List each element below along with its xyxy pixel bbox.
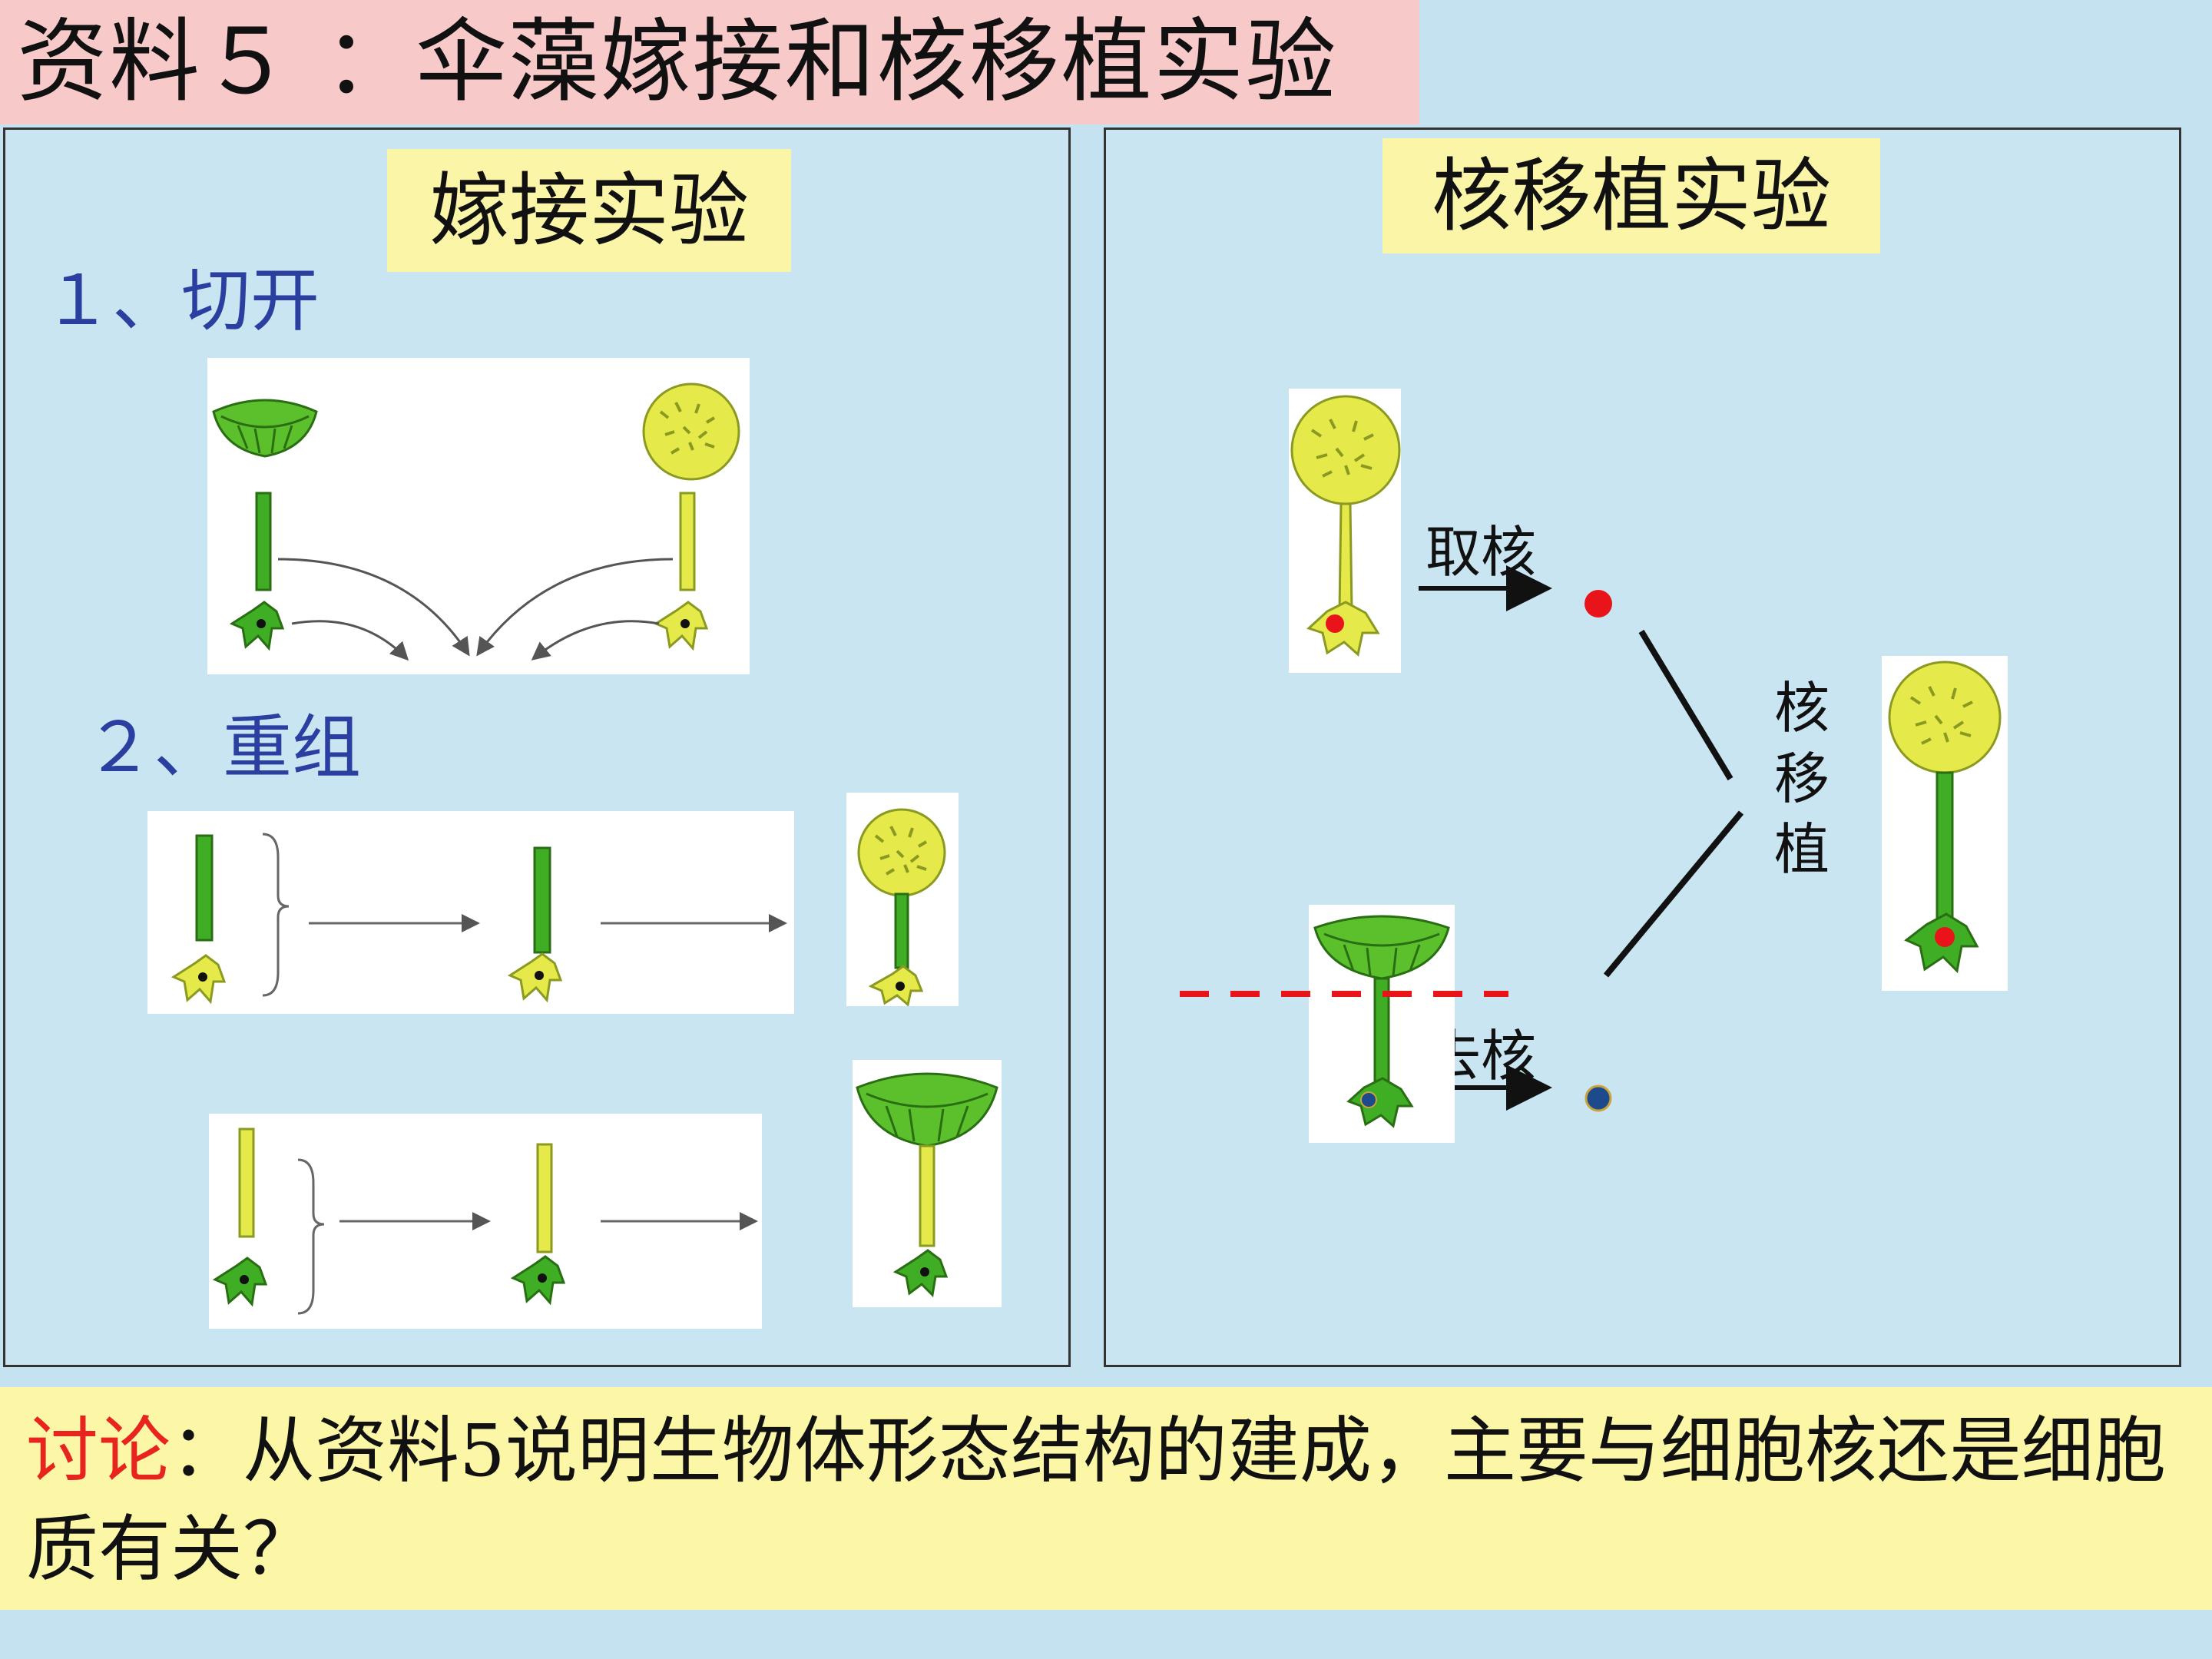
fuzzy-cap-icon [857,808,946,897]
cut-dashed-line [1180,991,1508,997]
rhizoid-yellow-icon [1306,601,1380,657]
nucleus-dot-icon [535,971,544,980]
brace [262,833,290,997]
stalk-yellow-icon [536,1143,553,1253]
stalk-green-icon [533,846,551,954]
discussion-box [0,1387,2212,1610]
nucleus-red-icon [1326,614,1344,633]
recipient-cup-alga-svg [1313,915,1450,1128]
transplant-char: 核 [1773,676,1830,740]
fuzzy-cap-icon [642,382,740,481]
join-line-lower [1603,810,1744,978]
nucleus-red-icon [1584,590,1612,618]
curve-arrow [476,558,674,657]
recombine-row-1-svg [171,833,787,1005]
recombine-row-2-svg [212,1128,758,1315]
nucleus-dot-icon [680,619,690,628]
nucleus-dot-icon [198,972,207,982]
stalk-green-icon [894,892,909,969]
result-fuzzy-alga [846,793,959,1007]
title-bar [0,0,1419,124]
nucleus-blue-icon [1584,1084,1612,1112]
stalk-yellow-icon [679,492,696,591]
curve-arrow [531,620,660,661]
stalk-green-icon [195,834,214,942]
result-cup-alga [853,1060,1002,1307]
step-cut-label: １、切开 [43,260,320,341]
recombine-row-1 [147,811,794,1014]
step-recombine-label: ２、重组 [84,707,361,788]
curve-arrow [291,620,409,661]
transplant-char: 移 [1773,747,1830,811]
fuzzy-cap-icon [1888,661,2002,774]
nucleus-dot-icon [538,1273,547,1283]
curve-arrow [277,558,470,657]
recipient-cup-alga [1309,905,1455,1143]
nucleus-dot-icon [257,619,266,628]
stalk-yellow-icon [238,1128,255,1238]
stalk-green-icon [255,492,272,591]
discussion-question: 讨论：从资料5说明生物体形态结构的建成，主要与细胞核还是细胞质有关？ [26,1402,2192,1599]
join-line-upper [1638,629,1734,781]
discussion-text: ：从资料5说明生物体形态结构的建成，主要与细胞核还是细胞质有关？ [26,1409,2166,1591]
donor-fuzzy-alga [1289,389,1401,673]
cup-cap-icon [1313,915,1450,980]
result-fuzzy-alga-svg [857,808,946,1007]
stalk-yellow-icon [919,1144,935,1247]
recombine-row-2 [209,1114,762,1329]
transplant-char: 植 [1773,817,1830,882]
page-title: 资料５ ：伞藻嫁接和核移植实验 [17,8,1338,114]
transplant-vertical-label: 核 移 植 [1771,673,1833,885]
cup-cap-icon [212,399,318,458]
nuclear-heading: 核移植实验 [1382,138,1880,253]
nucleus-blue-icon [1360,1091,1377,1108]
cut-illustration-svg [212,382,740,661]
nucleus-red-icon [1935,927,1955,947]
donor-fuzzy-alga-svg [1290,395,1401,657]
result-cup-alga-svg [856,1072,998,1298]
rhizoid-green-icon [1346,1077,1414,1128]
cut-illustration [207,358,750,674]
result-transplant-alga-svg [1888,661,2002,974]
cup-cap-icon [856,1072,998,1147]
nucleus-dot-icon [240,1275,249,1284]
nuclear-transplant-diagram [1419,565,1744,1112]
graft-heading: 嫁接实验 [387,149,791,272]
brace [297,1158,325,1315]
discussion-label: 讨论 [26,1409,171,1493]
stalk-green-icon [1936,771,1954,925]
result-transplant-alga [1882,656,2008,991]
